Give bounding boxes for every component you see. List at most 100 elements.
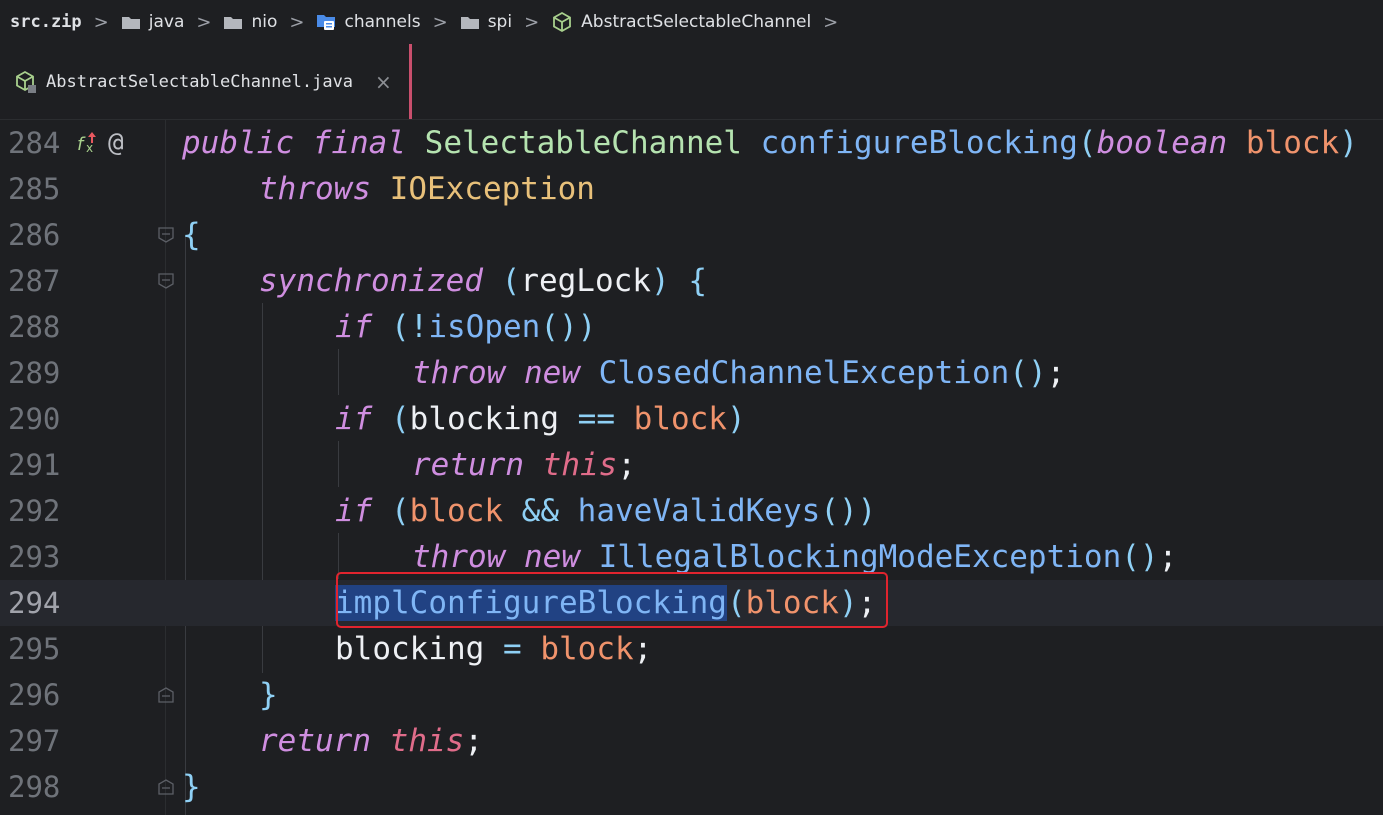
constructor-call: ClosedChannelException <box>598 355 1010 391</box>
indent-guide <box>185 235 186 815</box>
folder-icon <box>121 16 140 29</box>
line-number: 287 <box>8 264 61 298</box>
chevron-right-icon: > <box>196 11 212 33</box>
bracket: ( <box>501 263 521 299</box>
parameter: block <box>633 401 727 437</box>
bracket: ) <box>1339 125 1358 161</box>
selected-method-call[interactable]: implConfigureBlocking <box>335 585 727 621</box>
editor-tab-bar: AbstractSelectableChannel.java × <box>0 44 1383 120</box>
fold-icon[interactable] <box>157 778 175 796</box>
chevron-right-icon: > <box>289 11 305 33</box>
code-text: return this; <box>412 442 636 488</box>
keyword: final <box>312 125 406 161</box>
chevron-right-icon: > <box>823 11 839 33</box>
type-name: SelectableChannel <box>424 125 742 161</box>
breadcrumb-item-java[interactable]: java <box>121 12 185 32</box>
breadcrumb-label: java <box>148 12 185 32</box>
keyword-this: this <box>542 447 618 483</box>
line-number: 289 <box>8 356 61 390</box>
parameter: block <box>409 493 503 529</box>
bracket: () <box>820 493 858 529</box>
parameter: block <box>745 585 839 621</box>
annotation-at-icon[interactable]: @ <box>108 128 124 158</box>
keyword: new <box>524 539 580 575</box>
code-text: throws IOException <box>259 166 595 212</box>
keyword: return <box>259 723 371 759</box>
breadcrumb: src.zip > java > nio > channels > spi > … <box>0 0 1383 44</box>
line-number: 295 <box>8 632 61 666</box>
breadcrumb-label: channels <box>344 12 421 32</box>
class-icon <box>553 11 572 33</box>
method-call: isOpen <box>428 309 541 345</box>
field-name: blocking <box>335 631 485 667</box>
bracket: ( <box>391 309 410 345</box>
breadcrumb-item-channels[interactable]: channels <box>316 12 421 32</box>
bracket: } <box>259 677 278 713</box>
line-number: 298 <box>8 770 61 804</box>
code-line: 291 return this; <box>0 442 1383 488</box>
semicolon: ; <box>857 585 877 621</box>
method-name: configureBlocking <box>760 125 1078 161</box>
keyword: boolean <box>1096 125 1228 161</box>
keyword: throws <box>259 171 371 207</box>
keyword: public <box>182 125 294 161</box>
keyword: throw <box>412 355 506 391</box>
indent-guide <box>262 303 263 673</box>
tab-abstract-selectable-channel[interactable]: AbstractSelectableChannel.java × <box>0 44 412 119</box>
tab-label: AbstractSelectableChannel.java <box>46 71 354 92</box>
indent-guide <box>338 441 339 487</box>
breadcrumb-label: AbstractSelectableChannel <box>581 12 812 32</box>
code-text: { <box>182 212 201 258</box>
bracket: ) <box>838 585 858 621</box>
bracket: { <box>688 263 707 299</box>
bracket: ( <box>391 401 410 437</box>
bracket: ) <box>650 263 670 299</box>
operator: ! <box>409 309 429 345</box>
fold-icon[interactable] <box>157 686 175 704</box>
bracket: ) <box>726 401 746 437</box>
code-line: 297 return this; <box>0 718 1383 764</box>
breadcrumb-item-spi[interactable]: spi <box>460 12 512 32</box>
line-number: 292 <box>8 494 61 528</box>
operator: && <box>521 493 559 529</box>
code-text: if (block && haveValidKeys()) <box>335 488 876 534</box>
operator: == <box>577 401 615 437</box>
fold-icon[interactable] <box>157 272 175 290</box>
code-line: 290 if (blocking == block) <box>0 396 1383 442</box>
method-call: haveValidKeys <box>577 493 821 529</box>
line-number: 284 <box>8 126 61 160</box>
keyword: synchronized <box>259 263 483 299</box>
semicolon: ; <box>633 631 653 667</box>
chevron-right-icon: > <box>93 11 109 33</box>
line-number: 293 <box>8 540 61 574</box>
keyword: if <box>335 401 373 437</box>
semicolon: ; <box>1158 539 1178 575</box>
chevron-right-icon: > <box>432 11 448 33</box>
code-text: synchronized (regLock) { <box>259 258 707 304</box>
code-text: throw new ClosedChannelException(); <box>412 350 1065 396</box>
bracket: () <box>540 309 578 345</box>
code-line: 293 throw new IllegalBlockingModeExcepti… <box>0 534 1383 580</box>
svg-text:f: f <box>77 134 86 155</box>
code-text: if (!isOpen()) <box>335 304 596 350</box>
current-code-line: 294 implConfigureBlocking(block); <box>0 580 1383 626</box>
constructor-call: IllegalBlockingModeException <box>598 539 1122 575</box>
line-number: 296 <box>8 678 61 712</box>
close-icon[interactable]: × <box>375 69 392 94</box>
line-number: 291 <box>8 448 61 482</box>
semicolon: ; <box>617 447 636 483</box>
code-line: 287 synchronized (regLock) { <box>0 258 1383 304</box>
line-number: 290 <box>8 402 61 436</box>
breadcrumb-item-src-zip[interactable]: src.zip <box>10 12 82 32</box>
operator: = <box>502 631 522 667</box>
code-text: public final SelectableChannel configure… <box>182 120 1358 166</box>
package-folder-icon <box>317 15 336 30</box>
breadcrumb-item-nio[interactable]: nio <box>223 12 277 32</box>
java-class-file-icon <box>16 70 36 93</box>
fold-icon[interactable] <box>157 226 175 244</box>
keyword-this: this <box>389 723 465 759</box>
breadcrumb-item-class[interactable]: AbstractSelectableChannel <box>551 11 811 33</box>
